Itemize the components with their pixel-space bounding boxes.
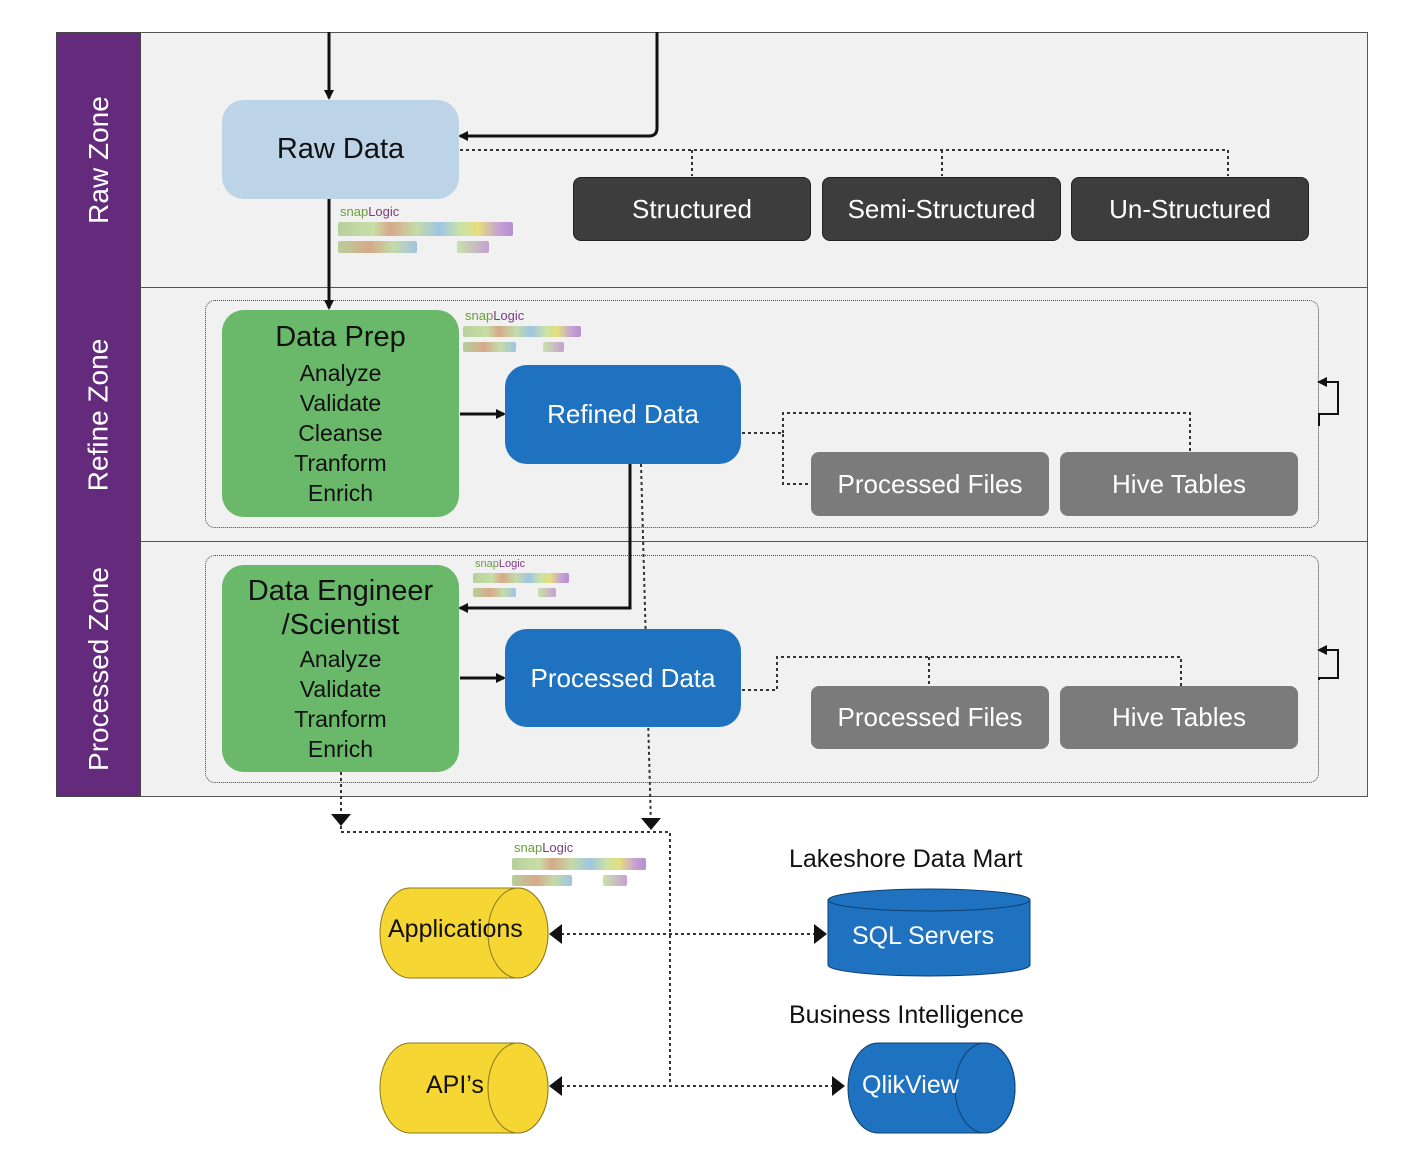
structured-node: Structured [573,177,811,241]
snaplogic-logo: snapLogic [475,558,526,570]
data-prep-node: Data Prep Analyze Validate Cleanse Tranf… [222,310,459,517]
data-prep-step: Enrich [307,479,374,506]
semi-structured-label: Semi-Structured [847,193,1036,224]
raw-data-node: Raw Data [222,100,459,199]
snaplogic-badge-consumers: snapLogic [512,840,646,886]
refined-outputs-link [742,412,1191,485]
snaplogic-badge-refine: snapLogic [463,308,581,352]
refined-hive-tables-label: Hive Tables [1112,468,1246,499]
data-prep-title: Data Prep [275,320,406,353]
un-structured-node: Un-Structured [1071,177,1309,241]
data-prep-step: Analyze [299,359,382,386]
data-engineer-node: Data Engineer /Scientist Analyze Validat… [222,565,459,772]
bi-caption: Business Intelligence [789,1001,1024,1029]
engineer-down-arrowhead [331,814,351,826]
refine-zone-label: Refine Zone [56,287,141,542]
processed-files-label: Processed Files [837,702,1023,732]
sql-cylinder-shape [827,888,1031,977]
processed-feedback-bracket [1317,645,1339,680]
data-prep-step: Tranform [294,449,387,476]
snaplogic-badge-raw: snapLogic [338,204,513,253]
apis-cylinder-shape [379,1042,549,1134]
data-mart-caption: Lakeshore Data Mart [789,845,1023,873]
sql-servers-label: SQL Servers [852,922,995,950]
processed-files-node: Processed Files [811,686,1049,749]
processed-hive-tables-node: Hive Tables [1060,686,1298,749]
distribution-bus [340,826,671,1086]
snaplogic-badge-processed: snapLogic [473,558,569,597]
data-engineer-title: Data Engineer [247,574,434,607]
semi-structured-node: Semi-Structured [822,177,1061,241]
processed-outputs-link [742,656,1182,691]
processed-group-box [205,555,1319,783]
structured-label: Structured [632,193,752,224]
refined-to-engineer-arrow [458,464,632,613]
refined-processed-files-node: Processed Files [811,452,1049,516]
raw-zone-label: Raw Zone [56,32,141,288]
un-structured-label: Un-Structured [1109,193,1271,224]
sql-arrowhead [814,924,827,944]
data-engineer-step: Validate [299,675,382,702]
data-engineer-step: Tranform [294,705,387,732]
applications-cylinder-shape [379,887,549,979]
data-engineer-title-2: /Scientist [281,608,400,641]
qlik-arrowhead [832,1076,845,1096]
snaplogic-logo: snapLogic [340,204,400,219]
raw-data-label: Raw Data [276,133,405,165]
processed-hive-tables-label: Hive Tables [1112,702,1246,732]
apis-label: API’s [426,1071,484,1099]
apps-arrowhead [549,924,562,944]
refined-down-arrowhead [641,818,661,830]
data-engineer-step: Analyze [299,645,382,672]
applications-label: Applications [388,915,523,943]
refined-processed-files-label: Processed Files [837,468,1023,499]
data-prep-step: Cleanse [298,419,383,446]
snaplogic-logo: snapLogic [514,840,574,855]
processed-zone-label: Processed Zone [56,541,141,797]
apis-arrowhead [549,1076,562,1096]
qlikview-cylinder-shape [847,1042,1016,1134]
input-arrow-raw-right [458,32,659,141]
refined-hive-tables-node: Hive Tables [1060,452,1298,516]
processed-data-node: Processed Data [505,629,741,727]
processed-data-label: Processed Data [530,662,716,693]
snaplogic-logo: snapLogic [465,308,525,323]
raw-sources-link [460,149,1229,176]
qlikview-label: QlikView [862,1071,959,1099]
data-engineer-step: Enrich [307,735,374,762]
data-prep-step: Validate [299,389,382,416]
refined-data-label: Refined Data [547,399,699,429]
refined-data-node: Refined Data [505,365,741,464]
refine-feedback-bracket [1317,377,1339,426]
